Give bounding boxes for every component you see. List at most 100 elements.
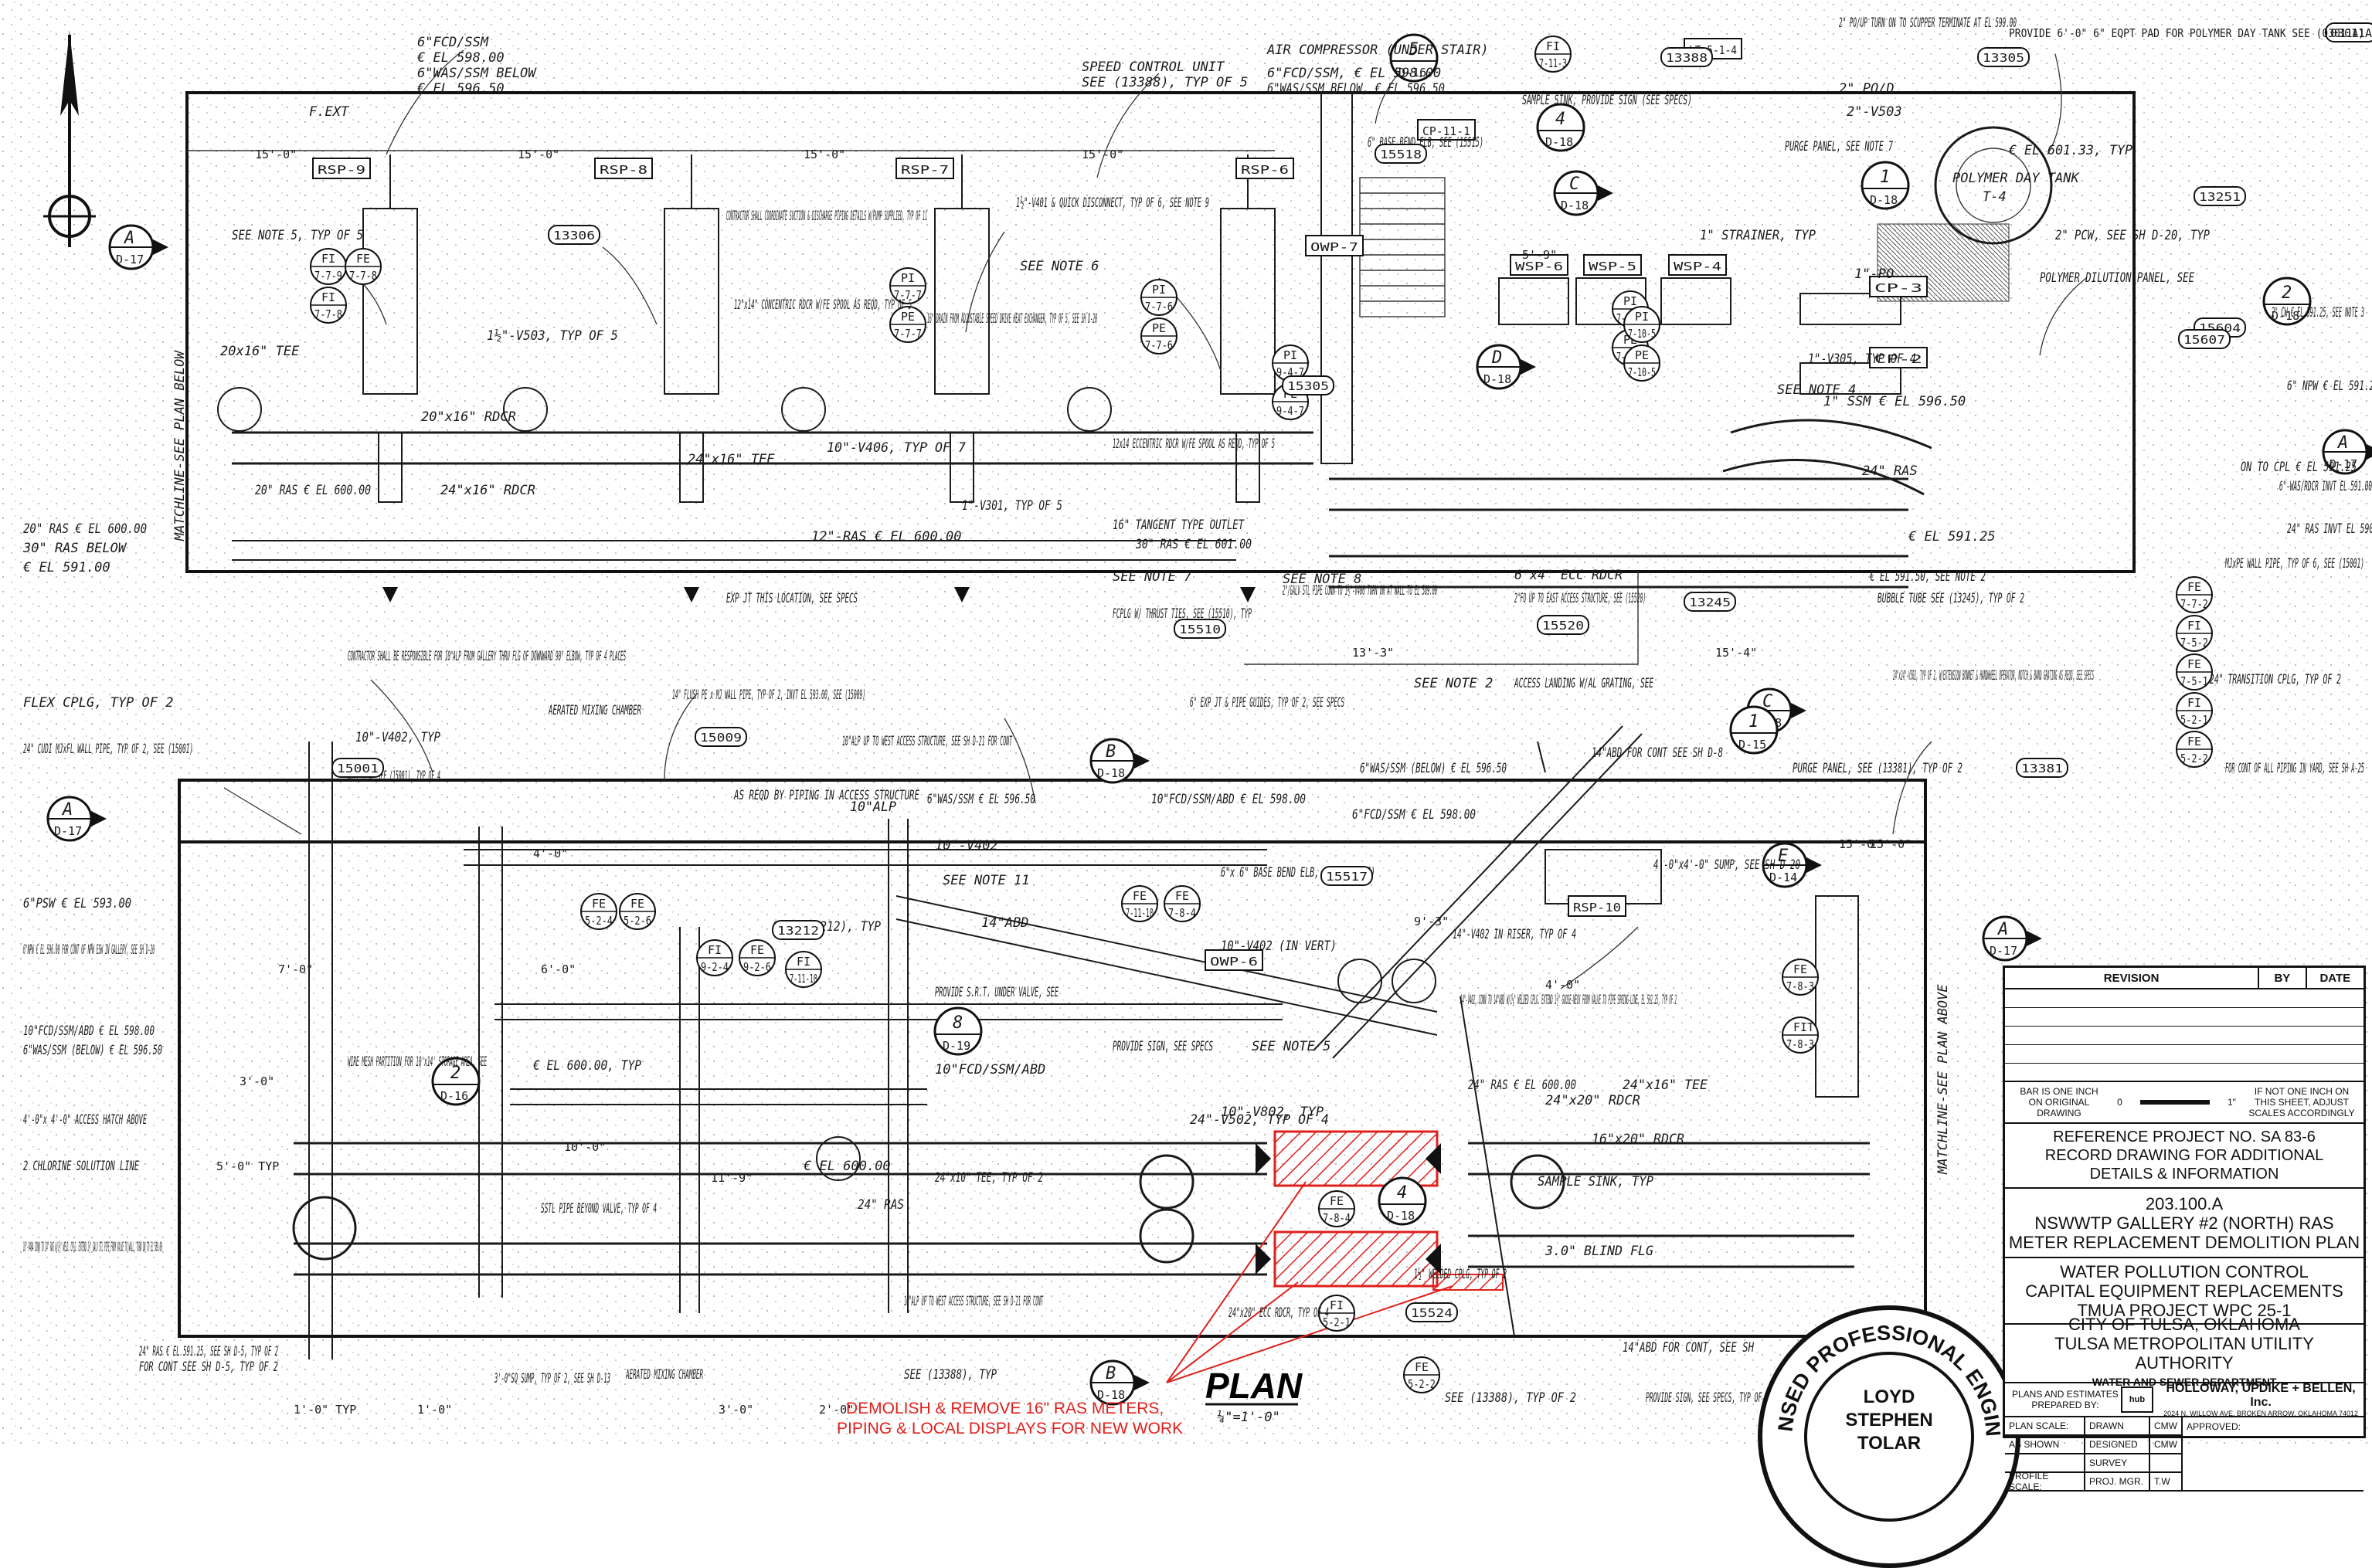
instrument-bubble[interactable]: PE7-10-5	[1623, 344, 1660, 382]
section-mark[interactable]: AD-17	[108, 224, 168, 270]
pump-rsp-7[interactable]	[781, 154, 990, 503]
detail-bubble[interactable]: 4D-18	[1378, 1176, 1427, 1226]
instrument-function: FE	[2187, 657, 2201, 671]
instrument-bubble[interactable]: FI5-2-1	[1318, 1295, 1355, 1332]
date-col: DATE	[2319, 971, 2351, 985]
instrument-bubble[interactable]: FE7-8-4	[1318, 1190, 1355, 1227]
section-letter: B	[1106, 1364, 1116, 1383]
equipment-tag[interactable]: RSP-7	[895, 158, 954, 179]
plan-label: PURGE PANEL, SEE NOTE 7	[1785, 139, 1893, 154]
instrument-bubble[interactable]: FI7-5-2	[2176, 615, 2213, 652]
revision-header: REVISION BY DATE	[2005, 968, 2364, 989]
instrument-bubble[interactable]: FE5-2-6	[619, 893, 656, 930]
spec-ref[interactable]: 13388	[1660, 47, 1713, 67]
demolish-meter-upper[interactable]	[1273, 1130, 1439, 1187]
detail-number: 5	[1409, 40, 1419, 59]
plan-label: ON TO CPL € EL 591.25	[2241, 460, 2357, 475]
equipment-tag[interactable]: CP-3	[1869, 276, 1928, 297]
spec-ref[interactable]: 13212	[772, 920, 824, 940]
detail-sheet: D-18	[1545, 135, 1573, 149]
plan-label: 24"x20" ECC RDCR, TYP OF 4	[1228, 1305, 1329, 1321]
instrument-bubble[interactable]: FE5-2-2	[2176, 731, 2213, 768]
instrument-bubble[interactable]: FI5-2-1	[2176, 692, 2213, 729]
instrument-bubble[interactable]: FE7-11-10	[1121, 885, 1158, 922]
instrument-bubble[interactable]: FI9-2-4	[696, 939, 733, 976]
instrument-bubble[interactable]: FE7-7-2	[2176, 576, 2213, 613]
spec-ref[interactable]: 15607	[2178, 329, 2231, 349]
pump-rsp-9[interactable]	[217, 154, 418, 503]
spec-ref[interactable]: 15009	[695, 727, 747, 747]
instrument-bubble[interactable]: FE7-8-3	[1782, 959, 1819, 996]
upper-ras-header-pipe	[232, 419, 1932, 589]
spec-ref[interactable]: 13306	[548, 225, 600, 245]
equipment-tag[interactable]: RSP-6	[1235, 158, 1294, 179]
spec-ref[interactable]: 13251	[2194, 186, 2246, 206]
detail-number: 4	[1397, 1183, 1407, 1203]
detail-bubble[interactable]: 4D-18	[1536, 103, 1585, 152]
spec-ref[interactable]: 15518	[1375, 144, 1427, 164]
section-mark[interactable]: DD-18	[1476, 344, 1536, 390]
detail-bubble[interactable]: 8D-19	[933, 1006, 983, 1056]
spec-ref[interactable]: 15524	[1405, 1302, 1458, 1322]
section-mark[interactable]: AD-17	[1982, 915, 2042, 962]
plan-label: 24" RAS	[858, 1197, 904, 1213]
equipment-tag[interactable]: OWP-6	[1205, 949, 1263, 971]
instrument-bubble[interactable]: PI7-7-6	[1140, 279, 1178, 316]
instrument-bubble[interactable]: FI7-11-10	[785, 951, 822, 988]
section-mark[interactable]: AD-17	[2322, 429, 2372, 475]
instrument-bubble[interactable]: PE7-7-7	[889, 306, 926, 343]
instrument-bubble[interactable]: PI7-10-5	[1623, 306, 1660, 343]
detail-bubble[interactable]: 1D-18	[1861, 161, 1910, 210]
section-mark[interactable]: CD-18	[1553, 170, 1613, 216]
section-mark[interactable]: AD-17	[46, 796, 107, 842]
section-mark[interactable]: ED-14	[1762, 842, 1822, 888]
equipment-tag[interactable]: OWP-7	[1305, 235, 1364, 256]
plan-label: 2 CHLORINE SOLUTION LINE	[23, 1159, 139, 1174]
equipment-tag[interactable]: WSP-6	[1510, 254, 1568, 276]
detail-bubble[interactable]: 2D-18	[2262, 277, 2312, 326]
section-letter: E	[1778, 847, 1789, 866]
spec-ref[interactable]: 15305	[1282, 375, 1334, 395]
instrument-bubble[interactable]: FE5-2-2	[1403, 1356, 1440, 1393]
instrument-bubble[interactable]: PE7-7-6	[1140, 317, 1178, 355]
polymer-day-tank[interactable]: POLYMER DAY TANK T-4	[1934, 126, 2081, 245]
equipment-tag[interactable]: RSP-9	[312, 158, 371, 179]
equipment-tag[interactable]: CP-2	[1869, 347, 1928, 368]
city-line-1: CITY OF TULSA, OKLAHOMA	[2068, 1315, 2300, 1334]
instrument-bubble[interactable]: FE9-2-6	[739, 939, 776, 976]
plan-label: 30" RAS BELOW	[22, 541, 127, 556]
spec-ref[interactable]: 15510	[1174, 619, 1226, 639]
instrument-bubble[interactable]: FE5-2-4	[580, 893, 617, 930]
pump-rsp-8[interactable]	[503, 154, 719, 503]
section-mark[interactable]: BD-18	[1089, 738, 1150, 784]
instrument-bubble[interactable]: PI7-7-7	[889, 267, 926, 304]
instrument-bubble[interactable]: FI7-11-3	[1534, 36, 1572, 73]
detail-bubble[interactable]: 2D-16	[431, 1057, 481, 1106]
instrument-bubble[interactable]: FE7-8-4	[1164, 885, 1201, 922]
spec-ref[interactable]: 13245	[1684, 592, 1736, 612]
detail-bubble[interactable]: 1D-15	[1729, 705, 1779, 755]
instrument-bubble[interactable]: FE7-7-8	[345, 248, 382, 285]
wsp-pumps[interactable]	[1498, 277, 1901, 395]
equipment-tag[interactable]: RSP-8	[594, 158, 653, 179]
instrument-bubble[interactable]: FI7-7-8	[310, 287, 347, 324]
detail-bubble[interactable]: 5D-16	[1389, 33, 1439, 83]
spec-ref[interactable]: 15001	[331, 758, 384, 778]
equipment-tag[interactable]: CP-11-1	[1417, 119, 1476, 141]
section-mark[interactable]: BD-18	[1089, 1359, 1150, 1406]
equipment-tag-label: RSP-8	[600, 163, 647, 177]
spec-ref[interactable]: 15520	[1537, 615, 1589, 635]
spec-ref[interactable]: 15517	[1320, 866, 1373, 886]
equipment-tag[interactable]: WSP-5	[1583, 254, 1642, 276]
spec-ref[interactable]: 13381	[2016, 758, 2068, 778]
spec-ref[interactable]: 13305	[1977, 47, 2030, 67]
plan-label: 2" CW € EL 591.25, SEE NOTE 3	[2272, 305, 2364, 321]
section-sheet: D-17	[116, 253, 144, 266]
equipment-tag[interactable]: RSP-10	[1568, 895, 1626, 917]
spec-ref[interactable]: 03011A	[2325, 22, 2372, 42]
equipment-tag[interactable]: WSP-4	[1668, 254, 1727, 276]
demolish-meter-lower[interactable]	[1273, 1230, 1439, 1288]
instrument-bubble[interactable]: FI7-7-9	[310, 248, 347, 285]
instrument-bubble[interactable]: FE7-5-1	[2176, 653, 2213, 691]
